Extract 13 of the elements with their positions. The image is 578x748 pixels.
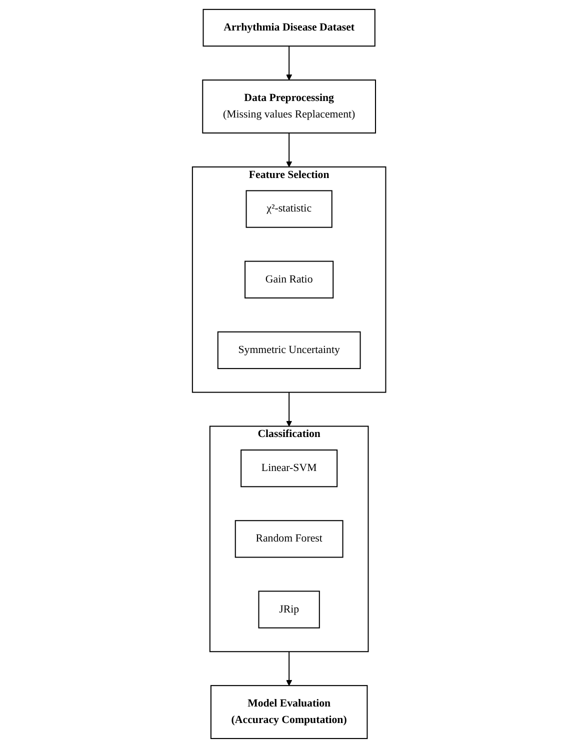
arrow: [286, 392, 292, 427]
node-box: Data Preprocessing (Missing values Replacement): [202, 80, 376, 134]
node-box: χ²-statistic: [246, 190, 332, 228]
node-box: Model Evaluation (Accuracy Computation): [210, 685, 368, 740]
arrow: [286, 46, 292, 80]
node-box: Random Forest: [234, 520, 344, 558]
node-box: Arrhythmia Disease Dataset: [202, 8, 376, 47]
arrow: [286, 133, 292, 168]
node-box: JRip: [258, 590, 320, 628]
node-box: Gain Ratio: [244, 260, 334, 298]
node-box: Linear-SVM: [240, 450, 338, 488]
arrow: [286, 652, 292, 686]
node-box: Symmetric Uncertainty: [217, 331, 361, 370]
